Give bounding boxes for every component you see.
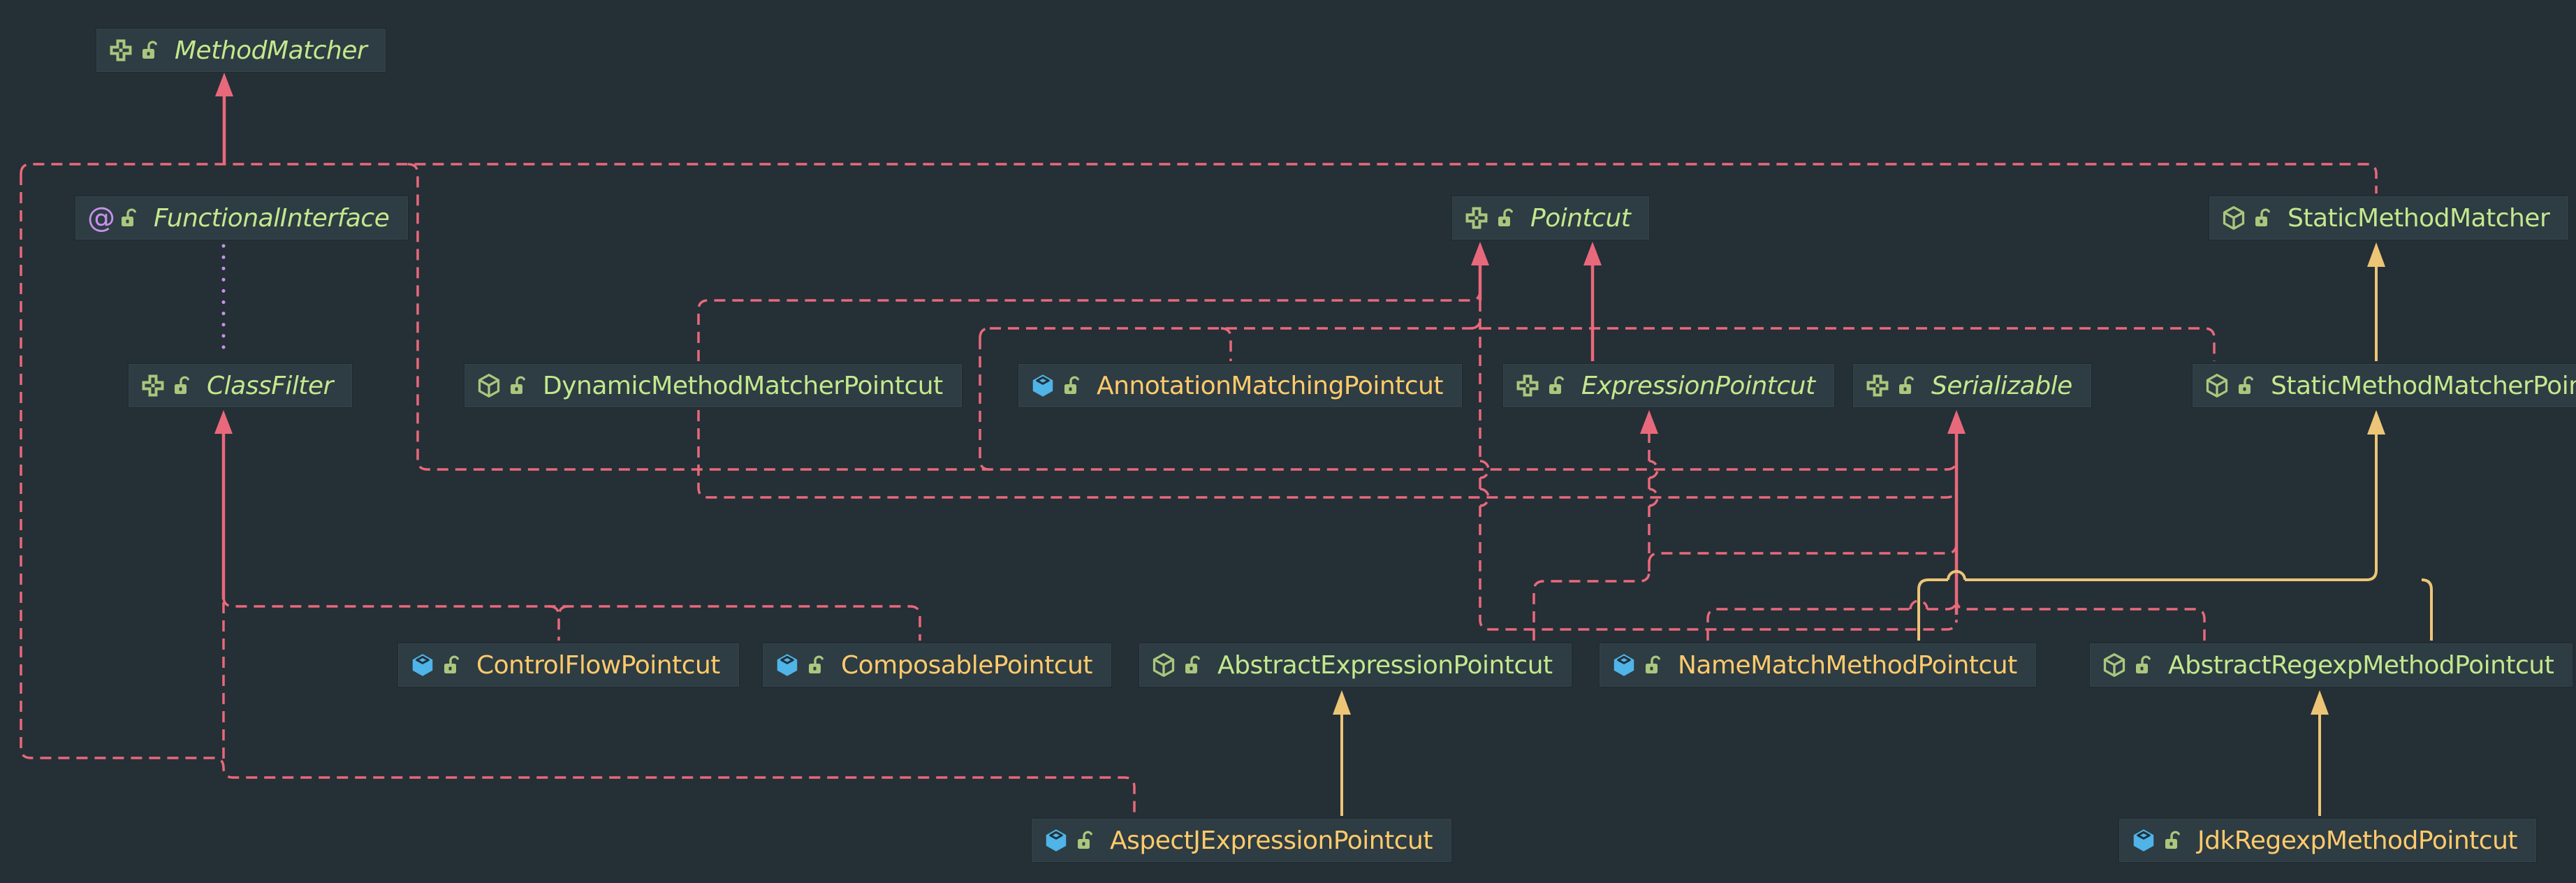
public-lock-icon bbox=[1064, 376, 1079, 394]
class-icon bbox=[1032, 374, 1053, 397]
realization-arrowheads bbox=[214, 73, 1966, 434]
public-lock-icon bbox=[1185, 655, 1200, 673]
interface-icon bbox=[1516, 374, 1539, 397]
class-node-StaticMethodMatcherPointcut[interactable]: StaticMethodMatcherPointcut bbox=[2193, 364, 2576, 407]
class-name-label: StaticMethodMatcherPointcut bbox=[2271, 371, 2576, 400]
class-name-label: FunctionalInterface bbox=[154, 203, 390, 233]
realization-edges bbox=[20, 163, 2378, 816]
class-icon bbox=[777, 654, 798, 676]
class-name-label: ComposablePointcut bbox=[841, 650, 1093, 680]
class-node-Serializable[interactable]: Serializable bbox=[1853, 364, 2091, 407]
class-name-label: ControlFlowPointcut bbox=[476, 650, 720, 680]
class-icon bbox=[1613, 654, 1634, 676]
public-lock-icon bbox=[1549, 376, 1564, 394]
public-lock-icon bbox=[2239, 376, 2253, 394]
public-lock-icon bbox=[444, 655, 459, 673]
public-lock-icon bbox=[1078, 831, 1092, 849]
public-lock-icon bbox=[2165, 831, 2180, 849]
class-node-AnnotationMatchingPointcut[interactable]: AnnotationMatchingPointcut bbox=[1018, 364, 1463, 407]
public-lock-icon bbox=[1899, 376, 1914, 394]
class-node-Pointcut[interactable]: Pointcut bbox=[1452, 196, 1650, 240]
annotation-icon: @ bbox=[87, 202, 115, 234]
public-lock-icon bbox=[2255, 208, 2270, 226]
class-node-AspectJExpressionPointcut[interactable]: AspectJExpressionPointcut bbox=[1032, 819, 1451, 862]
class-name-label: MethodMatcher bbox=[175, 36, 367, 65]
class-name-label: ExpressionPointcut bbox=[1581, 371, 1815, 400]
class-node-MethodMatcher[interactable]: MethodMatcher bbox=[96, 29, 386, 72]
class-name-label: Serializable bbox=[1931, 371, 2072, 400]
extends-edges bbox=[1340, 267, 2433, 816]
abstract-class-icon bbox=[2103, 653, 2125, 677]
interface-icon bbox=[1465, 207, 1488, 229]
class-node-ComposablePointcut[interactable]: ComposablePointcut bbox=[763, 643, 1112, 687]
class-node-JdkRegexpMethodPointcut[interactable]: JdkRegexpMethodPointcut bbox=[2119, 819, 2537, 862]
class-name-label: Pointcut bbox=[1530, 203, 1631, 233]
class-node-ClassFilter[interactable]: ClassFilter bbox=[129, 364, 352, 407]
class-name-label: AbstractExpressionPointcut bbox=[1217, 650, 1553, 680]
public-lock-icon bbox=[511, 376, 525, 394]
class-name-label: AbstractRegexpMethodPointcut bbox=[2168, 650, 2554, 680]
class-node-FunctionalInterface[interactable]: @ FunctionalInterface bbox=[75, 196, 409, 240]
class-node-AbstractRegexpMethodPointcut[interactable]: AbstractRegexpMethodPointcut bbox=[2090, 643, 2573, 687]
extends-arrowheads bbox=[1333, 242, 2385, 715]
abstract-class-icon bbox=[478, 374, 500, 397]
class-name-label: AnnotationMatchingPointcut bbox=[1097, 371, 1444, 400]
class-name-label: DynamicMethodMatcherPointcut bbox=[543, 371, 943, 400]
class-node-StaticMethodMatcher[interactable]: StaticMethodMatcher bbox=[2209, 196, 2569, 240]
class-name-label: NameMatchMethodPointcut bbox=[1678, 650, 2017, 680]
public-lock-icon bbox=[122, 208, 136, 226]
class-icon bbox=[412, 654, 433, 676]
public-lock-icon bbox=[809, 655, 824, 673]
abstract-class-icon bbox=[2206, 374, 2228, 397]
class-icon bbox=[2133, 829, 2154, 852]
realization-trunks bbox=[221, 94, 1959, 615]
interface-icon bbox=[1866, 374, 1889, 397]
interface-icon bbox=[142, 374, 164, 397]
class-name-label: StaticMethodMatcher bbox=[2288, 203, 2550, 233]
abstract-class-icon bbox=[2223, 206, 2245, 230]
public-lock-icon bbox=[2136, 655, 2151, 673]
class-icon bbox=[1046, 829, 1067, 852]
public-lock-icon bbox=[1498, 208, 1513, 226]
class-name-label: JdkRegexpMethodPointcut bbox=[2197, 826, 2518, 855]
interface-icon bbox=[110, 39, 132, 61]
public-lock-icon bbox=[142, 41, 157, 59]
abstract-class-icon bbox=[1152, 653, 1175, 677]
public-lock-icon bbox=[1646, 655, 1660, 673]
class-node-AbstractExpressionPointcut[interactable]: AbstractExpressionPointcut bbox=[1139, 643, 1572, 687]
class-node-NameMatchMethodPointcut[interactable]: NameMatchMethodPointcut bbox=[1600, 643, 2036, 687]
class-name-label: AspectJExpressionPointcut bbox=[1110, 826, 1433, 855]
class-node-DynamicMethodMatcherPointcut[interactable]: DynamicMethodMatcherPointcut bbox=[464, 364, 962, 407]
class-node-ExpressionPointcut[interactable]: ExpressionPointcut bbox=[1503, 364, 1834, 407]
class-node-ControlFlowPointcut[interactable]: ControlFlowPointcut bbox=[398, 643, 739, 687]
public-lock-icon bbox=[175, 376, 189, 394]
class-name-label: ClassFilter bbox=[207, 371, 334, 400]
